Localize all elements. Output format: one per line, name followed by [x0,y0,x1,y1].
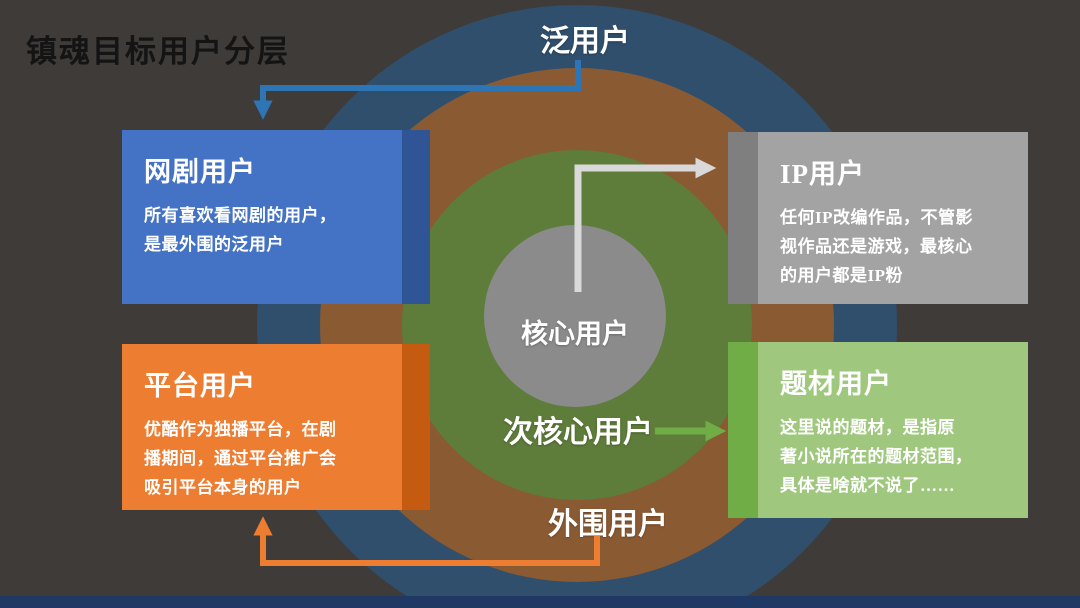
accent-strip-web-drama [402,130,430,304]
callout-body-ip: 任何IP改编作品，不管影 视作品还是游戏，最核心 的用户都是IP粉 [780,208,973,286]
arrow-fan-to-web-drama [253,60,581,120]
callout-body-genre: 这里说的题材，是指原 著小说所在的题材范围， 具体是啥就不说了…… [780,418,973,496]
callout-body-web-drama: 所有喜欢看网剧的用户， 是最外围的泛用户 [144,206,337,255]
accent-strip-platform [402,344,430,510]
label-peripheral-users: 外围用户 [548,508,668,541]
callout-ip-users: IP用户 任何IP改编作品，不管影 视作品还是游戏，最核心 的用户都是IP粉 [758,132,1028,304]
accent-strip-genre [728,342,758,518]
callout-title-web-drama: 网剧用户 [144,157,256,187]
callout-genre-users: 题材用户 这里说的题材，是指原 著小说所在的题材范围， 具体是啥就不说了…… [758,342,1028,518]
callout-title-genre: 题材用户 [780,369,892,399]
page-title: 镇魂目标用户分层 [26,34,290,69]
callout-title-platform: 平台用户 [144,371,256,401]
accent-strip-ip [728,132,758,304]
bottom-bar [0,596,1080,608]
callout-title-ip: IP用户 [780,159,865,189]
label-core-users: 核心用户 [521,319,629,349]
callout-body-platform: 优酷作为独播平台，在剧 播期间，通过平台推广会 吸引平台本身的用户 [144,420,337,498]
callout-platform-users: 平台用户 优酷作为独播平台，在剧 播期间，通过平台推广会 吸引平台本身的用户 [122,344,402,510]
callout-web-drama-users: 网剧用户 所有喜欢看网剧的用户， 是最外围的泛用户 [122,130,402,304]
label-subcore-users: 次核心用户 [503,416,653,449]
arrow-peripheral-to-platform [253,516,600,566]
label-fan-users: 泛用户 [540,25,630,58]
arrow-core-to-ip [574,157,717,292]
